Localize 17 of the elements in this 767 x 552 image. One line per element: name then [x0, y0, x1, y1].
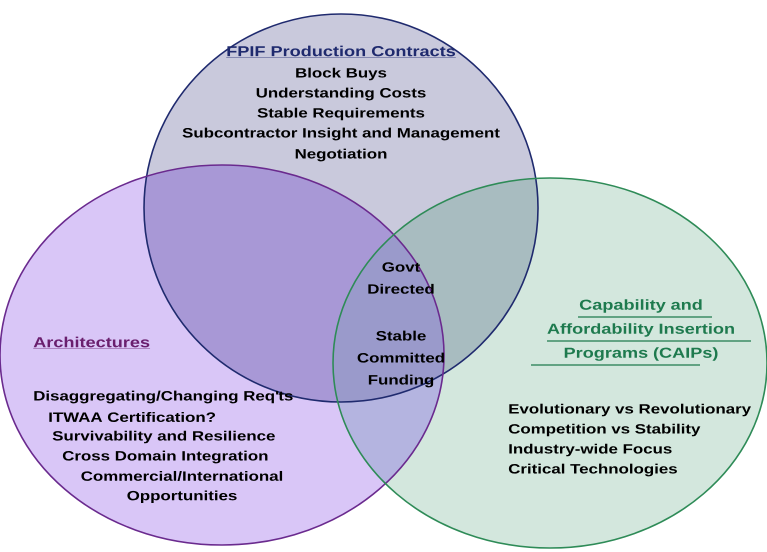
list-item: Survivability and Resilience — [52, 430, 275, 444]
list-item: Block Buys — [296, 68, 386, 80]
circle-heading: Architectures — [33, 336, 150, 349]
list-item: Critical Technologies — [508, 464, 677, 476]
list-item: Competition vs Stability — [508, 424, 700, 436]
list-item: ITWAA Certification? — [49, 412, 216, 422]
list-item: Evolutionary vs Revolutionary — [509, 404, 751, 416]
list-item: Cross Domain Integration — [62, 450, 268, 464]
list-item: Negotiation — [296, 148, 386, 162]
list-item: Subcontractor Insight and Management — [182, 128, 500, 140]
list-item: Disaggregating/Changing Req'ts — [34, 390, 293, 404]
list-item: Industry-wide Focus — [509, 444, 672, 456]
list-item: Commercial/International Opportunities — [81, 470, 282, 504]
circle-heading: Capability and Affordability Insertion Programs (CAIPs) — [531, 299, 751, 366]
list-item: Understanding Costs — [256, 88, 426, 100]
circle-heading: FPIF Production Contracts — [226, 46, 456, 58]
list-item: Stable Requirements — [258, 108, 424, 120]
